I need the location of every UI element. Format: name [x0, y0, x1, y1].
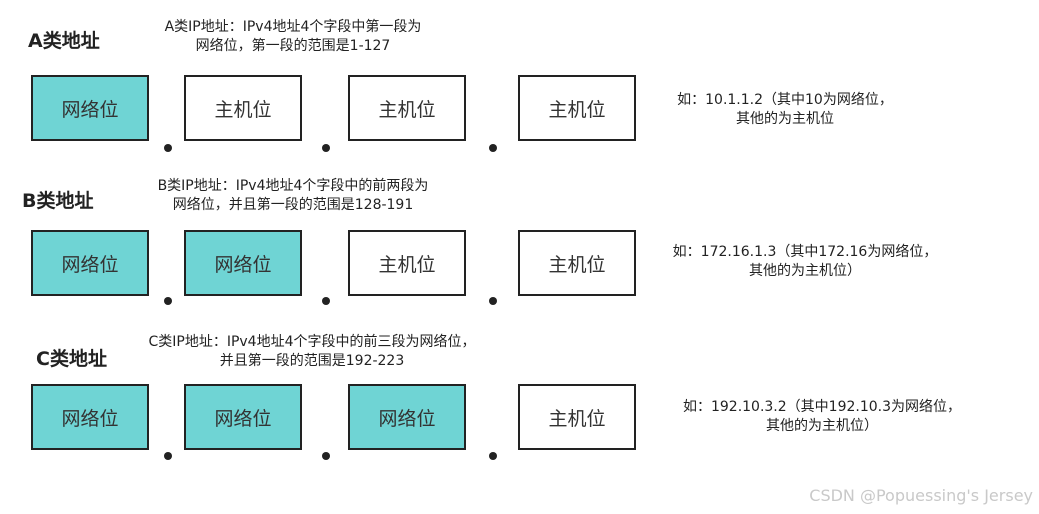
- class-c-segment-4: 主机位: [518, 384, 636, 450]
- class-b-example-line2: 其他的为主机位）: [749, 263, 861, 279]
- class-a-dot-1: [164, 144, 172, 152]
- class-b-segment-3: 主机位: [348, 230, 466, 296]
- class-a-desc-line1: A类IP地址：IPv4地址4个字段中第一段为: [164, 19, 422, 35]
- class-a-example-line1: 如：10.1.1.2（其中10为网络位，: [677, 92, 893, 108]
- class-a-segment-1: 网络位: [31, 75, 149, 141]
- class-c-dot-3: [489, 452, 497, 460]
- class-c-desc-line1: C类IP地址：IPv4地址4个字段中的前三段为网络位，: [148, 334, 476, 350]
- class-a-desc-line2: 网络位，第一段的范围是1-127: [195, 38, 391, 54]
- class-c-title: C类地址: [36, 348, 107, 370]
- class-c-desc-line2: 并且第一段的范围是192-223: [219, 353, 405, 369]
- class-c-dot-1: [164, 452, 172, 460]
- class-a-segment-2: 主机位: [184, 75, 302, 141]
- class-b-segment-2: 网络位: [184, 230, 302, 296]
- class-b-example: 如：172.16.1.3（其中172.16为网络位， 其他的为主机位）: [650, 243, 960, 281]
- class-a-segment-4: 主机位: [518, 75, 636, 141]
- class-a-segment-3: 主机位: [348, 75, 466, 141]
- class-c-segment-1: 网络位: [31, 384, 149, 450]
- class-c-segment-3: 网络位: [348, 384, 466, 450]
- class-b-example-line1: 如：172.16.1.3（其中172.16为网络位，: [672, 244, 938, 260]
- class-c-example-line1: 如：192.10.3.2（其中192.10.3为网络位，: [682, 399, 962, 415]
- class-a-example: 如：10.1.1.2（其中10为网络位， 其他的为主机位: [660, 91, 910, 129]
- class-b-description: B类IP地址：IPv4地址4个字段中的前两段为 网络位，并且第一段的范围是128…: [130, 177, 456, 215]
- class-c-segment-2: 网络位: [184, 384, 302, 450]
- class-b-title: B类地址: [22, 190, 94, 212]
- class-b-dot-2: [322, 297, 330, 305]
- class-b-dot-1: [164, 297, 172, 305]
- class-a-title: A类地址: [28, 30, 100, 52]
- class-b-dot-3: [489, 297, 497, 305]
- class-a-dot-2: [322, 144, 330, 152]
- class-a-dot-3: [489, 144, 497, 152]
- class-b-desc-line2: 网络位，并且第一段的范围是128-191: [172, 197, 414, 213]
- class-b-segment-1: 网络位: [31, 230, 149, 296]
- class-b-desc-line1: B类IP地址：IPv4地址4个字段中的前两段为: [157, 178, 429, 194]
- class-c-example: 如：192.10.3.2（其中192.10.3为网络位， 其他的为主机位）: [662, 398, 982, 436]
- class-c-dot-2: [322, 452, 330, 460]
- class-b-segment-4: 主机位: [518, 230, 636, 296]
- class-c-description: C类IP地址：IPv4地址4个字段中的前三段为网络位， 并且第一段的范围是192…: [122, 333, 502, 371]
- class-a-description: A类IP地址：IPv4地址4个字段中第一段为 网络位，第一段的范围是1-127: [140, 18, 446, 56]
- class-c-example-line2: 其他的为主机位）: [766, 418, 878, 434]
- watermark: CSDN @Popuessing's Jersey: [809, 486, 1033, 505]
- class-a-example-line2: 其他的为主机位: [736, 111, 834, 127]
